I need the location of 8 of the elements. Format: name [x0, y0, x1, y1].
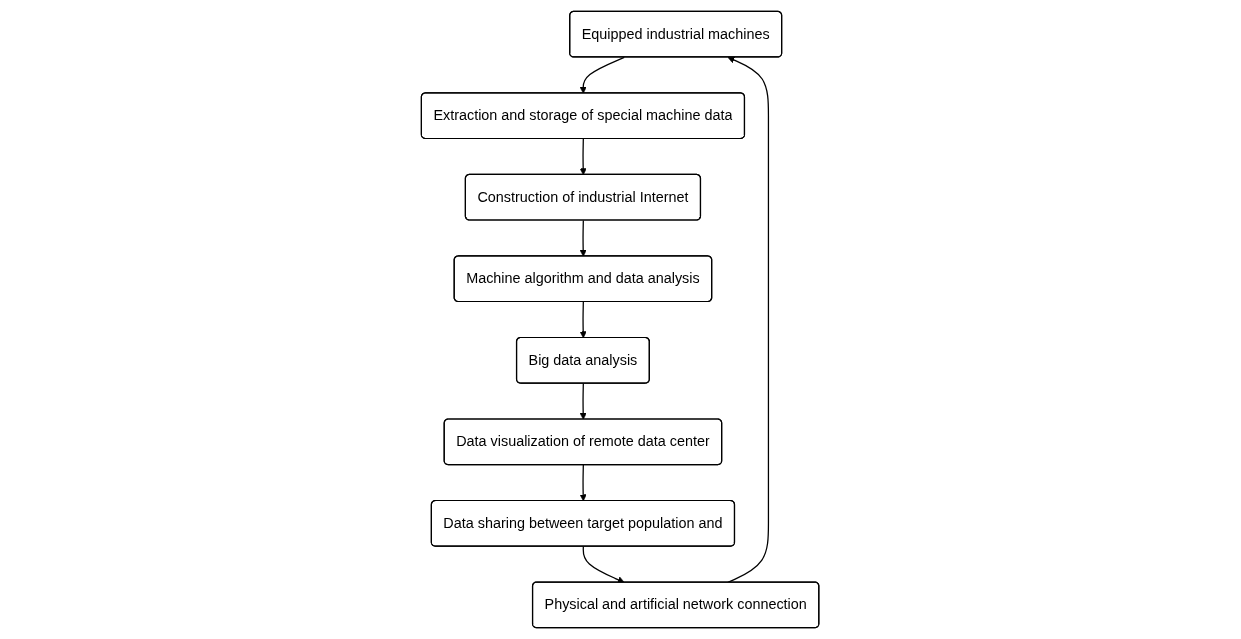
arrow [583, 545, 625, 584]
arrow [580, 138, 588, 176]
arrow [580, 219, 588, 257]
arrow [580, 56, 626, 94]
arrow [580, 382, 588, 420]
arrow [580, 301, 588, 339]
arrow [727, 56, 770, 584]
arrow [580, 464, 588, 502]
